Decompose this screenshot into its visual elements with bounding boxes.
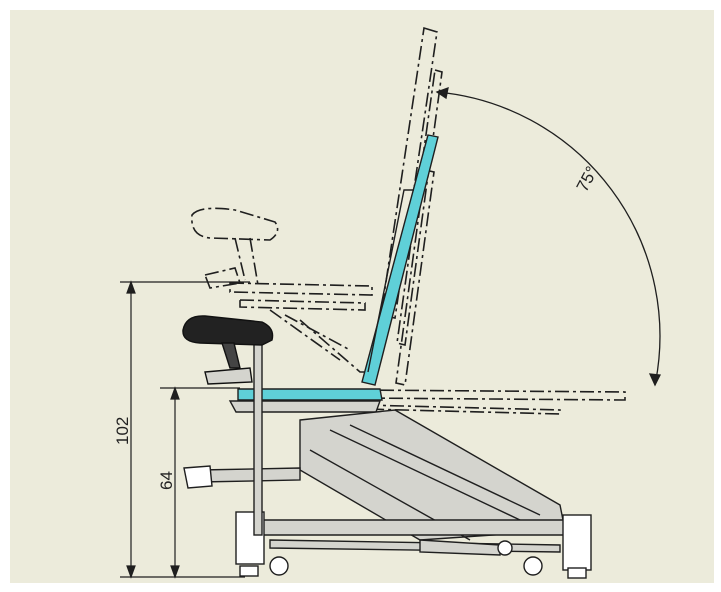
angle-arrow-bottom xyxy=(648,373,662,387)
seat-cushion xyxy=(228,400,381,413)
backrest-highlight xyxy=(361,134,439,386)
dim-arrow-total-bottom xyxy=(126,565,136,579)
seat-highlight xyxy=(237,388,383,401)
foot-bar xyxy=(199,467,301,483)
caster-left-foot xyxy=(239,565,259,577)
phantom-raised-seat-2 xyxy=(239,299,366,311)
phantom-armrest-stem xyxy=(249,237,259,286)
dim-arrow-seat-top xyxy=(170,386,180,400)
caster-right-foot xyxy=(567,567,587,579)
base-rail xyxy=(239,519,571,536)
highlight-position xyxy=(228,134,439,413)
armrest-pad xyxy=(182,315,274,346)
base-block-right xyxy=(562,514,592,571)
height-dimensions xyxy=(120,280,250,579)
height-total-label: 102 xyxy=(113,417,132,445)
actuator xyxy=(419,539,501,556)
armrest xyxy=(182,315,274,385)
phantom-link-2 xyxy=(284,314,351,351)
dim-arrow-total-top xyxy=(126,280,136,294)
phantom-backrest-upright xyxy=(380,26,438,319)
angle-label: 75° xyxy=(573,163,602,195)
phantom-flat-bed xyxy=(354,389,626,401)
footrest-pad xyxy=(183,465,213,489)
caster-left xyxy=(269,556,289,576)
phantom-leg-support xyxy=(299,319,380,373)
armrest-post xyxy=(221,342,241,369)
dim-arrow-seat-bottom xyxy=(170,565,180,579)
armrest-bracket xyxy=(204,367,253,385)
phantom-positions xyxy=(191,26,626,415)
phantom-backrest-mid xyxy=(396,68,443,346)
phantom-raised-seat-1 xyxy=(229,282,373,296)
caster-mid xyxy=(523,556,543,576)
height-seat-label: 64 xyxy=(157,471,176,490)
base-mechanism xyxy=(183,334,592,579)
base-rail-lower xyxy=(269,539,561,553)
angle-arc xyxy=(436,91,661,386)
phantom-backrest-back xyxy=(395,169,435,386)
backrest-frame-line xyxy=(367,189,414,373)
phantom-foot xyxy=(203,267,242,289)
phantom-armrest-post xyxy=(234,237,246,281)
support-column xyxy=(253,334,263,536)
actuator-joint xyxy=(497,540,513,556)
phantom-armrest xyxy=(191,207,279,241)
angle-arrow-top xyxy=(435,86,449,100)
phantom-link-1 xyxy=(269,309,341,361)
angle-dimension xyxy=(435,86,662,387)
